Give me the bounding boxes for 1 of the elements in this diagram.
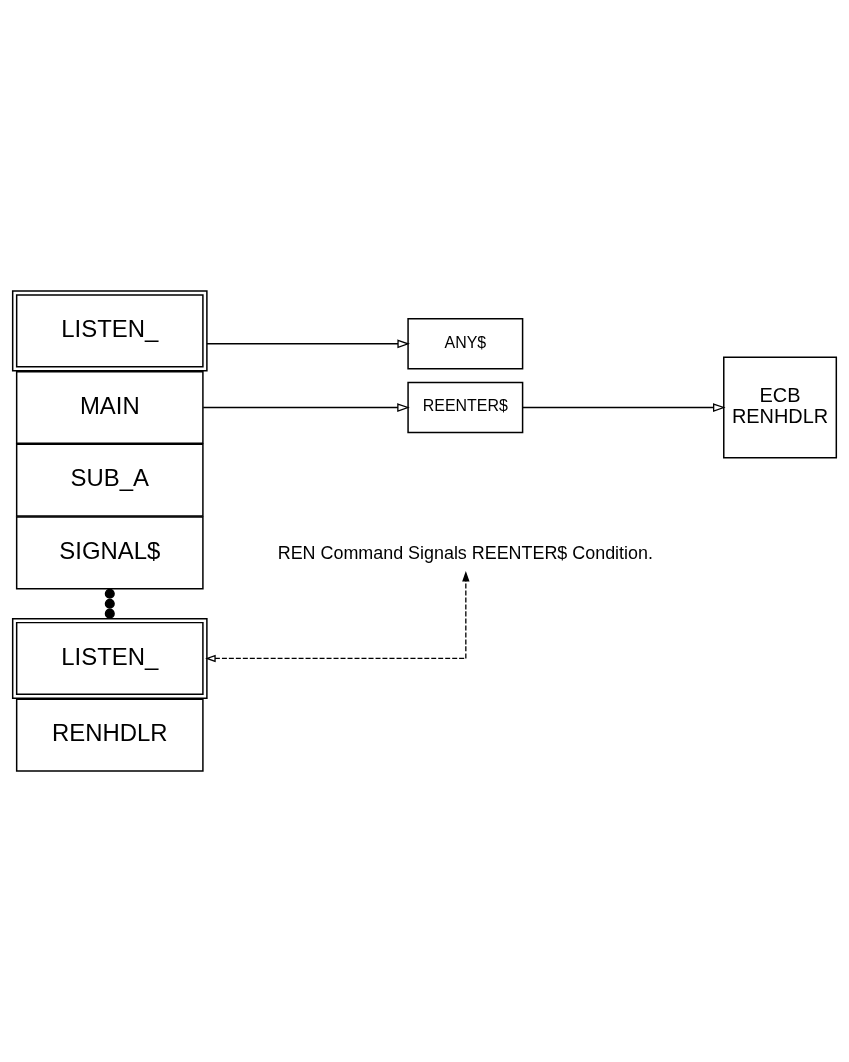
node-text: REN Command Signals REENTER$ Condition. [277, 543, 653, 564]
